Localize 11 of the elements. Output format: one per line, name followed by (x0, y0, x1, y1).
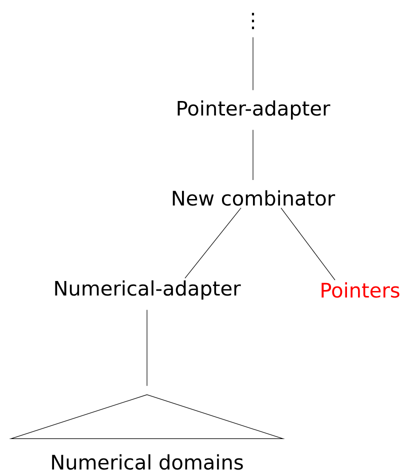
tree-edge (252, 130, 254, 180)
tree-edge (184, 208, 242, 278)
tree-node-label: Pointers (322, 282, 400, 298)
node-label: Numerical domains (52, 454, 243, 470)
tree-edge (280, 208, 336, 280)
tree-edge (252, 36, 254, 90)
tree-node-label: Pointer-adapter (178, 100, 330, 120)
vertical-ellipsis: ⋮ (252, 12, 254, 30)
tree-edge (146, 310, 148, 386)
tree-node-label: New combinator (172, 190, 336, 206)
tree-node-label: Numerical-adapter (55, 280, 241, 300)
